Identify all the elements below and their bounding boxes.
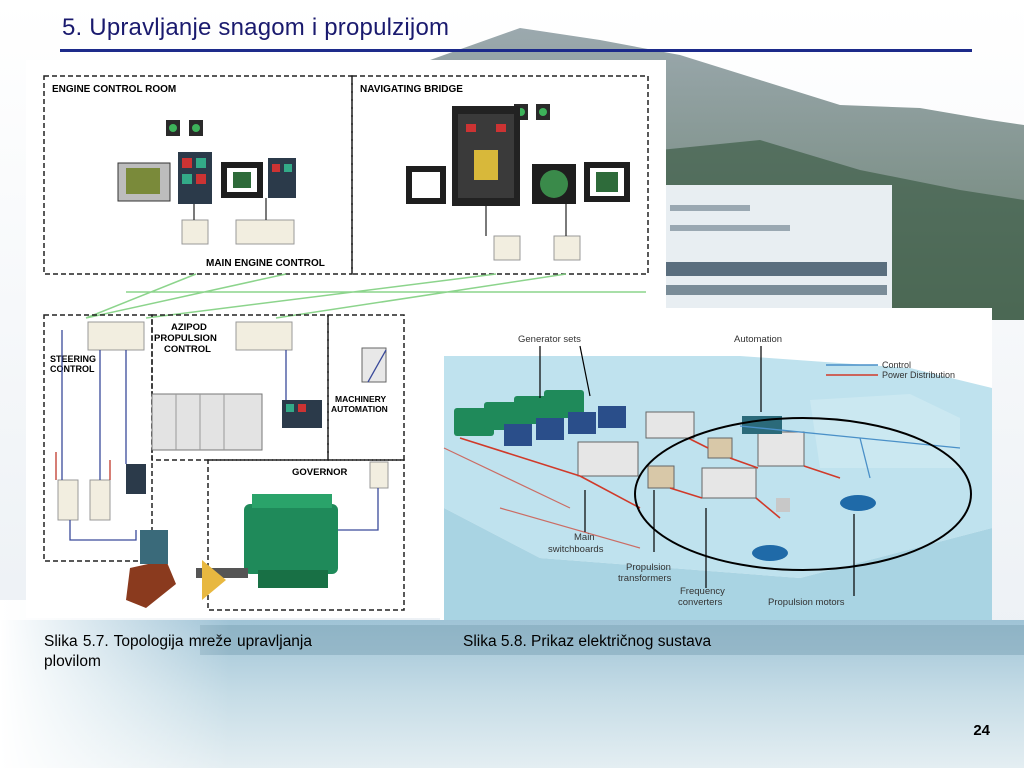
label-azipod-1: AZIPOD <box>171 322 207 333</box>
figure-electrical-system: Control Power Distribution Generator set… <box>440 308 992 620</box>
label-transformers-1: Propulsion <box>626 562 671 573</box>
navigating-bridge-box <box>351 75 649 275</box>
machinery-automation-box <box>327 314 405 461</box>
label-azipod-2: PROPULSION <box>154 333 217 344</box>
label-propulsion-motors: Propulsion motors <box>768 597 845 608</box>
title-underline <box>60 49 972 52</box>
label-machinery-1: MACHINERY <box>335 394 386 404</box>
steering-control-box <box>43 314 153 562</box>
page-number: 24 <box>973 722 990 739</box>
label-machinery-2: AUTOMATION <box>331 404 388 414</box>
label-main-engine-control: MAIN ENGINE CONTROL <box>206 258 325 269</box>
label-navigating-bridge: NAVIGATING BRIDGE <box>360 84 463 95</box>
diesel-engine <box>244 504 338 574</box>
legend-control: Control <box>882 360 911 370</box>
label-main-2: switchboards <box>548 544 604 555</box>
engine-control-room-box <box>43 75 353 275</box>
label-automation: Automation <box>734 334 782 345</box>
governor-box <box>207 459 405 611</box>
label-transformers-2: transformers <box>618 573 672 584</box>
legend-power: Power Distribution <box>882 370 955 380</box>
label-engine-control-room: ENGINE CONTROL ROOM <box>52 84 176 95</box>
slide-title: 5. Upravljanje snagom i propulzijom <box>62 14 450 41</box>
caption-figure-5-7: Slika 5.7. Topologija mreže upravljanja … <box>44 633 312 670</box>
label-main-1: Main <box>574 532 595 543</box>
highlight-ellipse <box>634 417 972 571</box>
label-governor: GOVERNOR <box>292 467 348 478</box>
label-generator-sets: Generator sets <box>518 334 581 345</box>
label-steering-1: STEERING <box>50 354 96 364</box>
label-converters-2: converters <box>678 597 723 608</box>
label-steering-2: CONTROL <box>50 364 95 374</box>
caption-figure-5-8: Slika 5.8. Prikaz električnog sustava <box>463 633 712 650</box>
label-converters-1: Frequency <box>680 586 725 597</box>
label-azipod-3: CONTROL <box>164 344 211 355</box>
generator-sets <box>454 390 626 446</box>
